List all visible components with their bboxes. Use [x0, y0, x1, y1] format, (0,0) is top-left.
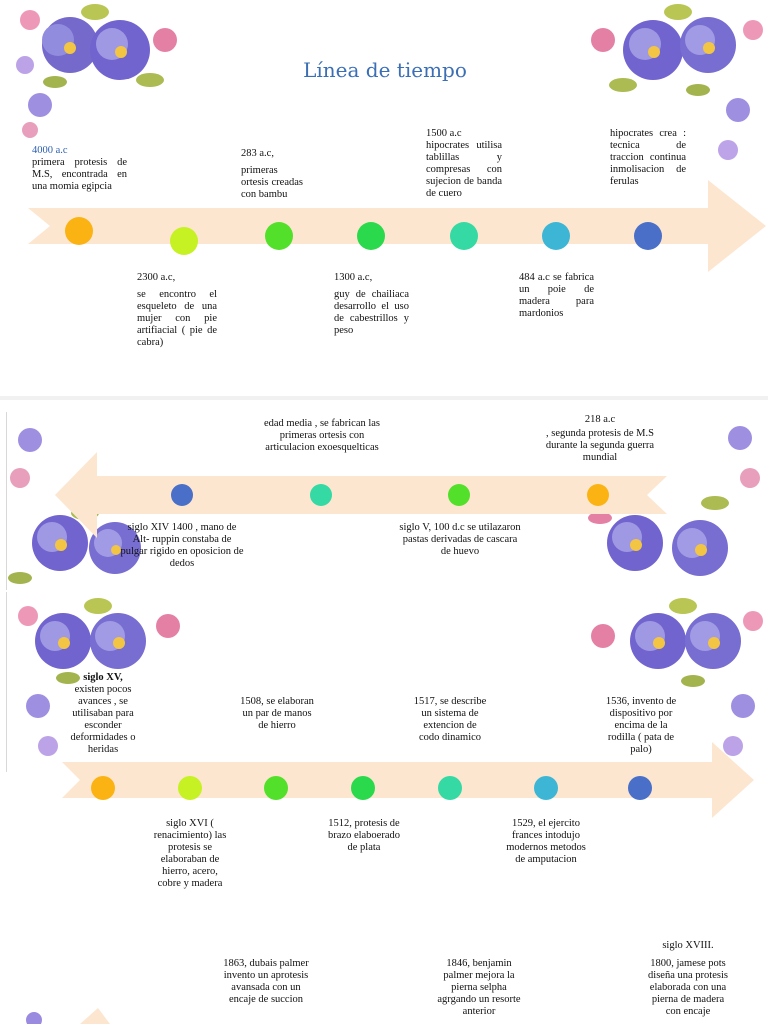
timeline-dot	[542, 222, 570, 250]
event-text: 1536, invento de dispositivo por encima …	[605, 696, 677, 755]
page-title: Línea de tiempo	[303, 58, 467, 82]
timeline-dot	[628, 776, 652, 800]
event-text: 1800, jamese pots diseña una protesis el…	[648, 958, 728, 1017]
timeline-page-1: Línea de tiempo 4000 a.c primera protesi…	[0, 0, 768, 395]
timeline-dot	[265, 222, 293, 250]
event-text: existen pocos avances , se utilisaban pa…	[70, 684, 136, 755]
event-text: siglo XIV 1400 , mano de Alt- ruppin con…	[120, 522, 244, 569]
timeline-dot	[351, 776, 375, 800]
timeline-event: 1863, dubais palmer invento un aprotesis…	[222, 958, 310, 1006]
timeline-arrow-left	[55, 452, 667, 538]
event-text: 1863, dubais palmer invento un aprotesis…	[223, 958, 309, 1005]
event-text: 1508, se elaboran un par de manos de hie…	[240, 696, 314, 731]
event-text: hipocrates utilisa tablillas y compresas…	[426, 140, 502, 199]
flower-corner-top-left-icon	[16, 4, 177, 138]
timeline-page-2: edad media , se fabrican las primeras or…	[0, 412, 768, 590]
event-text: , segunda protesis de M.S durante la seg…	[545, 428, 655, 463]
flower-right-icon	[588, 426, 760, 576]
timeline-event: 484 a.c se fabrica un poie de madera par…	[519, 272, 594, 320]
event-text: 1512, protesis de brazo elaboerado de pl…	[328, 818, 400, 853]
timeline-event: 283 a.c, primeras ortesis creadas con ba…	[241, 148, 303, 201]
flower-left-icon	[8, 428, 141, 584]
timeline-dot	[448, 484, 470, 506]
timeline-dot	[264, 776, 288, 800]
timeline-event: 1517, se describe un sistema de extencio…	[412, 696, 488, 744]
event-date: 1300 a.c,	[334, 272, 373, 283]
timeline-dot	[310, 484, 332, 506]
timeline-dot	[178, 776, 202, 800]
timeline-event: edad media , se fabrican las primeras or…	[257, 418, 387, 454]
flower-bottom-left-icon	[26, 1008, 110, 1024]
timeline-event: 218 a.c , segunda protesis de M.S durant…	[535, 414, 665, 464]
event-date: 2300 a.c,	[137, 272, 176, 283]
timeline-event: 2300 a.c, se encontro el esqueleto de un…	[137, 272, 217, 349]
event-text: 1846, benjamin palmer mejora la pierna s…	[437, 958, 521, 1017]
event-text: siglo V, 100 d.c se utilazaron pastas de…	[399, 522, 521, 557]
page-edge-line	[6, 412, 7, 590]
event-date: 283 a.c,	[241, 148, 274, 159]
event-date: 4000 a.c	[32, 145, 68, 156]
event-text: primeras ortesis creadas con bambu	[241, 165, 303, 200]
event-heading: siglo XVIII.	[662, 940, 714, 951]
timeline-dot	[438, 776, 462, 800]
timeline-event: 1508, se elaboran un par de manos de hie…	[239, 696, 315, 732]
page-separator	[0, 396, 768, 400]
timeline-event: 1500 a.c hipocrates utilisa tablillas y …	[426, 128, 502, 200]
timeline-dot	[170, 227, 198, 255]
timeline-arrow-right	[62, 742, 754, 818]
event-date: 218 a.c	[584, 414, 616, 425]
timeline-event: siglo XVIII. 1800, jamese pots diseña un…	[643, 940, 733, 1018]
timeline-dot	[587, 484, 609, 506]
timeline-dot	[634, 222, 662, 250]
event-text: se encontro el esqueleto de una mujer co…	[137, 289, 217, 348]
timeline-event: 1512, protesis de brazo elaboerado de pl…	[326, 818, 402, 854]
event-text: guy de chailiaca desarrollo el uso de ca…	[334, 289, 409, 336]
timeline-dot	[534, 776, 558, 800]
event-text: siglo XVI ( renacimiento) las protesis s…	[153, 818, 227, 889]
timeline-arrow-right	[28, 180, 766, 272]
timeline-dot	[450, 222, 478, 250]
event-text: hipocrates crea : tecnica de traccion co…	[610, 128, 686, 187]
timeline-event: siglo V, 100 d.c se utilazaron pastas de…	[398, 522, 522, 558]
timeline-event: hipocrates crea : tecnica de traccion co…	[610, 128, 686, 188]
timeline-event: siglo XVI ( renacimiento) las protesis s…	[152, 818, 228, 890]
event-text: 1529, el ejercito frances intodujo moder…	[506, 818, 586, 865]
flower-corner-top-right-icon	[591, 598, 763, 756]
timeline-event: 4000 a.c primera protesis de M.S, encont…	[32, 145, 127, 193]
event-text: 1517, se describe un sistema de extencio…	[413, 696, 487, 743]
timeline-event: siglo XIV 1400 , mano de Alt- ruppin con…	[120, 522, 244, 570]
event-date: 1500 a.c	[426, 128, 462, 139]
timeline-event: 1536, invento de dispositivo por encima …	[603, 696, 679, 756]
timeline-event: 1529, el ejercito frances intodujo moder…	[505, 818, 587, 866]
timeline-dot	[65, 217, 93, 245]
timeline-event: siglo XV, existen pocos avances , se uti…	[66, 672, 140, 756]
timeline-page-4: 1863, dubais palmer invento un aprotesis…	[0, 938, 768, 1024]
event-text: 484 a.c se fabrica un poie de madera par…	[519, 272, 594, 319]
event-text: primera protesis de M.S, encontrada en u…	[32, 157, 127, 192]
flower-corner-top-left-icon	[18, 598, 180, 756]
timeline-event: 1300 a.c, guy de chailiaca desarrollo el…	[334, 272, 409, 337]
event-text: edad media , se fabrican las primeras or…	[263, 418, 381, 453]
flower-corner-top-right-icon	[591, 4, 763, 160]
page-edge-line	[6, 592, 7, 772]
timeline-dot	[357, 222, 385, 250]
timeline-page-3: siglo XV, existen pocos avances , se uti…	[0, 592, 768, 932]
timeline-dot	[171, 484, 193, 506]
timeline-dot	[91, 776, 115, 800]
timeline-event: 1846, benjamin palmer mejora la pierna s…	[435, 958, 523, 1018]
event-heading: siglo XV,	[83, 672, 123, 683]
